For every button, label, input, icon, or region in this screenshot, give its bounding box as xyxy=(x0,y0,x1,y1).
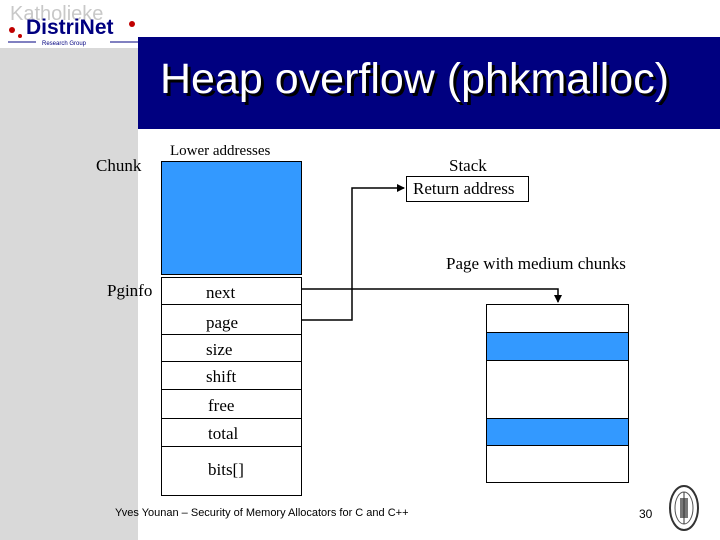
logo-name: DistriNet xyxy=(26,16,114,39)
chunk-block xyxy=(161,161,302,275)
lower-addresses-label: Lower addresses xyxy=(170,143,271,159)
page-number: 30 xyxy=(639,507,653,521)
slide-title-shadow: Heap overflow (phkmalloc) xyxy=(163,58,673,106)
title-band xyxy=(138,37,720,129)
footer-text: Yves Younan – Security of Memory Allocat… xyxy=(115,507,409,519)
distrinet-logo: Katholieke DistriNet Research Group xyxy=(6,2,140,50)
field-total: total xyxy=(208,424,239,443)
logo-graphic: Katholieke DistriNet Research Group xyxy=(8,3,138,47)
page-chunk-allocated xyxy=(487,332,628,361)
field-shift: shift xyxy=(206,367,237,386)
pginfo-divider xyxy=(161,361,302,362)
page-block xyxy=(486,304,629,483)
page-chunk-allocated xyxy=(487,418,628,446)
chunk-label: Chunk xyxy=(96,156,142,175)
field-bits: bits[] xyxy=(208,460,244,479)
logo-subtitle: Research Group xyxy=(42,41,87,47)
page-label: Page with medium chunks xyxy=(446,254,626,273)
pginfo-divider xyxy=(161,446,302,447)
pginfo-divider xyxy=(161,389,302,390)
field-next: next xyxy=(206,283,236,302)
pginfo-divider xyxy=(161,418,302,419)
arrow-to-page xyxy=(302,288,562,303)
field-page: page xyxy=(206,313,239,332)
logo-watermark-text: Katholieke xyxy=(10,3,103,25)
field-free: free xyxy=(208,396,235,415)
pginfo-block xyxy=(161,277,302,496)
university-seal-icon xyxy=(669,485,699,531)
pginfo-divider xyxy=(161,334,302,335)
return-address-box xyxy=(406,176,529,202)
slide-title: Heap overflow (phkmalloc) xyxy=(160,55,670,103)
pginfo-divider xyxy=(161,304,302,305)
left-gray-band xyxy=(0,48,138,540)
return-address-label: Return address xyxy=(413,179,515,198)
pginfo-label: Pginfo xyxy=(107,281,153,300)
arrow-to-return-address xyxy=(302,184,405,321)
stack-label: Stack xyxy=(449,156,487,175)
field-size: size xyxy=(206,340,233,359)
